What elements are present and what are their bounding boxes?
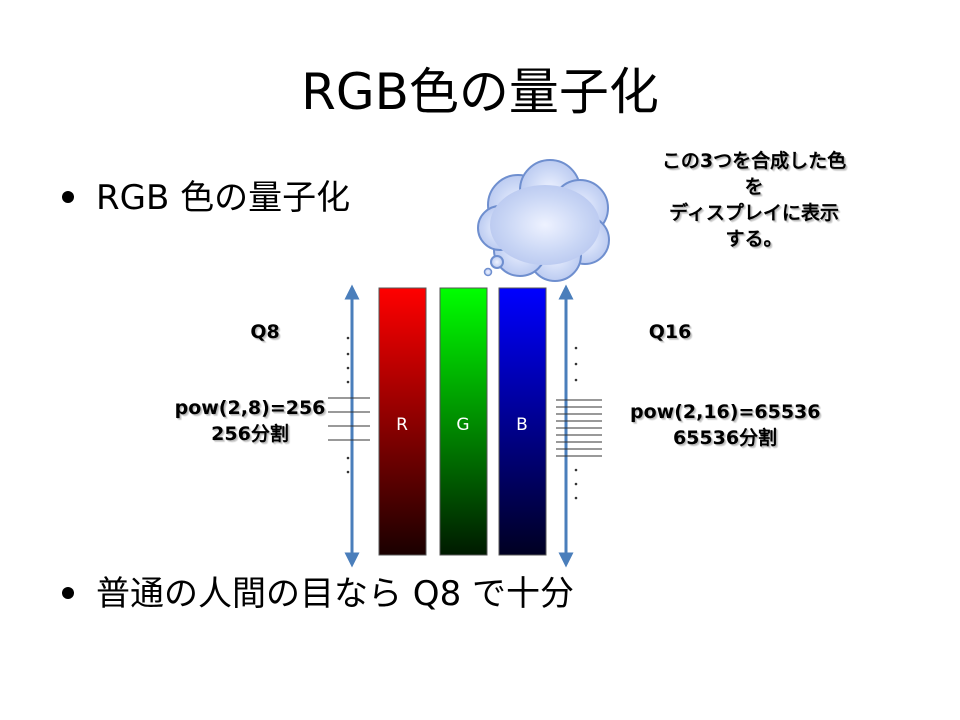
- bullet-text-1: RGB 色の量子化: [96, 178, 351, 218]
- right-formula: pow(2,16)=65536: [630, 401, 821, 423]
- right-levels: 65536分割: [672, 427, 778, 449]
- bullet-dot: [62, 586, 74, 599]
- bullet-dot: [62, 190, 74, 203]
- channel-letter-r: R: [396, 415, 408, 435]
- bullet-text-2: 普通の人間の目なら Q8 で十分: [96, 574, 575, 614]
- channel-letter-g: G: [456, 415, 469, 435]
- right-quant-label: Q16: [648, 321, 692, 343]
- bullet-item-2: 普通の人間の目なら Q8 で十分: [62, 566, 574, 615]
- channel-bar-r: R: [378, 287, 427, 556]
- note-line-4: する。: [725, 228, 783, 250]
- channel-bar-b: B: [498, 287, 547, 556]
- left-formula: pow(2,8)=256: [174, 397, 326, 419]
- left-level-ticks: [328, 336, 370, 474]
- channel-bar-g: G: [439, 287, 488, 556]
- slide-title: RGB色の量子化: [301, 63, 659, 121]
- note-line-2: を: [744, 176, 764, 198]
- right-level-ticks: [556, 346, 602, 500]
- note-line-1: この3つを合成した色: [661, 150, 847, 172]
- note-line-3: ディスプレイに表示: [669, 202, 839, 224]
- left-levels: 256分割: [211, 423, 289, 445]
- composite-note: この3つを合成した色 を ディスプレイに表示 する。: [636, 148, 872, 252]
- bullet-item-1: RGB 色の量子化: [62, 170, 350, 219]
- thought-cloud-icon: [477, 159, 610, 282]
- left-quant-label: Q8: [250, 321, 280, 343]
- channel-letter-b: B: [516, 415, 528, 435]
